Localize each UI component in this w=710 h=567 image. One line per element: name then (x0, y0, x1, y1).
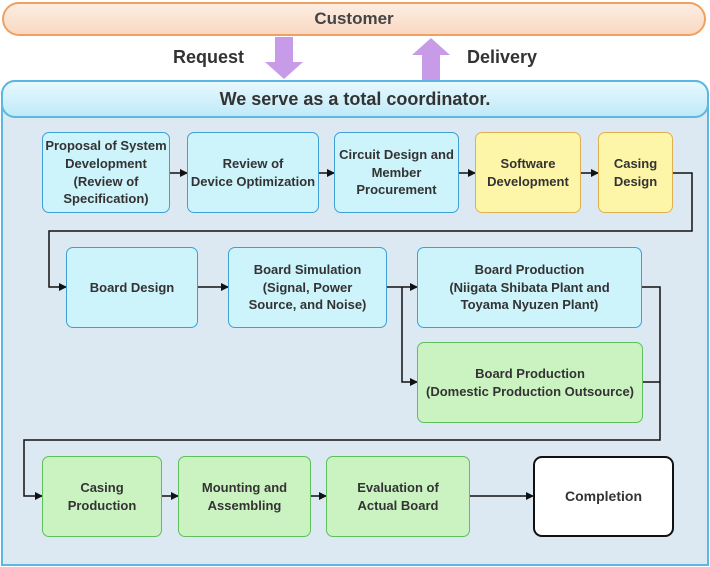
step-board-production-in-house: Board Production (Niigata Shibata Plant … (417, 247, 642, 328)
step-board-production-outsource: Board Production (Domestic Production Ou… (417, 342, 643, 423)
connector-s7-s9 (401, 287, 418, 386)
customer-bar: Customer (2, 2, 706, 36)
request-label: Request (173, 47, 245, 67)
connector-s5-s6 (48, 172, 693, 291)
step-board-design: Board Design (66, 247, 198, 328)
banner-title: We serve as a total coordinator. (219, 88, 491, 109)
step-board-simulation: Board Simulation (Signal, Power Source, … (228, 247, 387, 328)
coordinator-banner: We serve as a total coordinator. (1, 80, 709, 118)
connector-merge-s10 (23, 382, 661, 500)
step-casing-design: Casing Design (598, 132, 673, 213)
step-mounting-and-assembling: Mounting and Assembling (178, 456, 311, 537)
step-circuit-design: Circuit Design and Member Procurement (334, 132, 459, 213)
delivery-arrow-icon (412, 38, 450, 80)
step-casing-production: Casing Production (42, 456, 162, 537)
customer-label: Customer (314, 9, 394, 28)
step-software-development: Software Development (475, 132, 581, 213)
step-evaluation-of-actual-board: Evaluation of Actual Board (326, 456, 470, 537)
request-arrow-icon (265, 37, 303, 79)
step-proposal-of-system-development: Proposal of System Development (Review o… (42, 132, 170, 213)
step-completion: Completion (533, 456, 674, 537)
delivery-label: Delivery (467, 47, 538, 67)
connector-s8-merge (642, 286, 661, 382)
step-review-of-device-optimization: Review of Device Optimization (187, 132, 319, 213)
